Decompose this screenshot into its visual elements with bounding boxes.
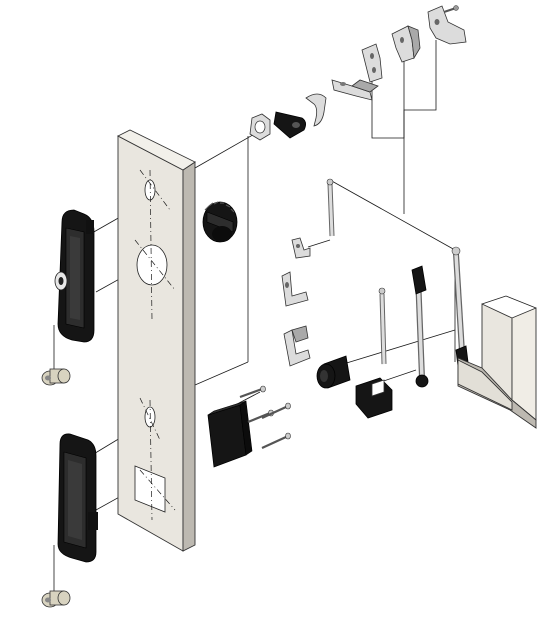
- square-block: [355, 377, 393, 419]
- roller-block: [316, 355, 351, 389]
- frame-profile: [457, 295, 537, 429]
- lower-swing-handle: [57, 433, 98, 563]
- lower-lock-cylinder: [41, 545, 71, 608]
- knurled-knob: [202, 201, 238, 243]
- square-cover-cap: [207, 400, 253, 468]
- espagnolette-rods: [326, 178, 469, 388]
- bracket-clips: [281, 237, 311, 367]
- top-latch-brackets: [331, 5, 467, 101]
- hook-latch: [305, 93, 327, 127]
- upper-lock-cylinder: [41, 325, 71, 386]
- cam-lever: [273, 111, 306, 139]
- door-panel: [117, 129, 196, 552]
- upper-swing-handle: [54, 209, 95, 343]
- screws: [239, 385, 291, 449]
- hex-nut: [249, 113, 271, 141]
